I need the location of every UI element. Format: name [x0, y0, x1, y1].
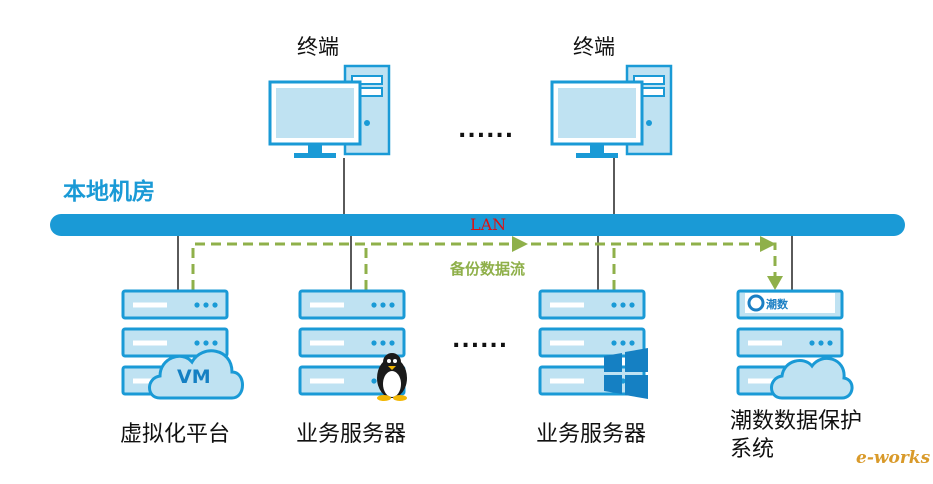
- terminal-2-label: 终端: [573, 35, 615, 59]
- server-business-2-label: 业务服务器: [536, 422, 647, 447]
- watermark-logo: e-works: [856, 448, 931, 468]
- server-business-1-label: 业务服务器: [296, 422, 407, 447]
- vendor-logo-plate: [745, 293, 835, 313]
- backup-flow-label: 备份数据流: [450, 260, 526, 278]
- vendor-logo-icon: [747, 294, 765, 312]
- server-ellipsis: ......: [452, 328, 509, 353]
- terminal-ellipsis: ......: [458, 118, 515, 143]
- terminal-1-label: 终端: [297, 35, 339, 59]
- windows-logo-icon: [604, 348, 648, 399]
- vm-badge: VM: [177, 366, 211, 388]
- terminal-2-icon: [550, 64, 673, 160]
- cloud-icon: [770, 356, 854, 400]
- vendor-logo-text: 潮数: [766, 298, 788, 311]
- backup-flow-arrows: [191, 242, 777, 290]
- flow-arrowhead-mid: [512, 236, 528, 252]
- flow-arrowhead-down: [767, 276, 783, 290]
- terminal-1-icon: [268, 64, 391, 160]
- lan-bus: [50, 214, 905, 236]
- lan-label: LAN: [470, 215, 507, 234]
- linux-penguin-icon: [377, 353, 407, 401]
- local-room-label: 本地机房: [63, 179, 155, 205]
- flow-arrowhead-right: [760, 236, 776, 252]
- cloud-icon: [148, 349, 244, 400]
- server-backup-label: 潮数数据保护系统: [730, 409, 863, 462]
- server-virtualization-label: 虚拟化平台: [120, 422, 231, 447]
